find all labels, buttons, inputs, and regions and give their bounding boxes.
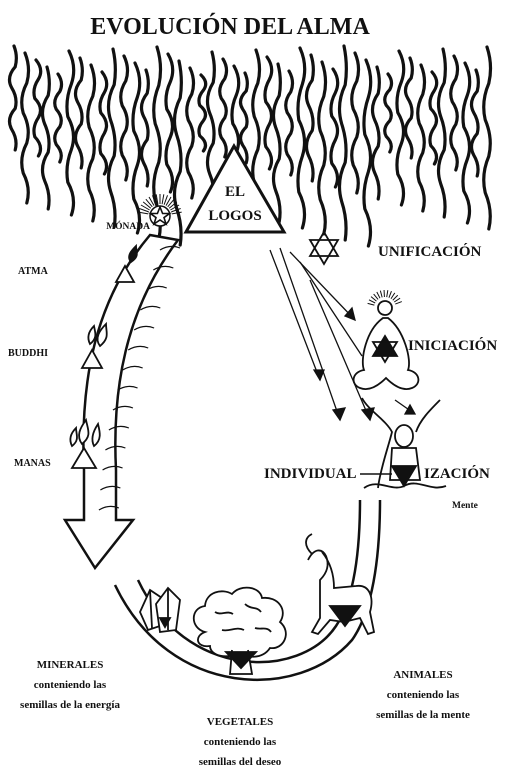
flame-stroke bbox=[397, 51, 404, 205]
animales-name: ANIMALES bbox=[393, 669, 452, 681]
halo-ray bbox=[393, 295, 398, 300]
flame-stroke bbox=[372, 67, 379, 199]
stage-manas: MANAS bbox=[14, 458, 51, 469]
logos-label-el: EL bbox=[225, 184, 245, 200]
logos-triangle: EL LOGOS bbox=[186, 146, 284, 232]
animales-line1: conteniendo las bbox=[387, 689, 460, 701]
halo-ray bbox=[371, 297, 376, 301]
flame-stroke bbox=[463, 63, 470, 223]
involution-arrow bbox=[65, 235, 178, 568]
halo-ray bbox=[377, 292, 380, 298]
flame-stroke bbox=[67, 51, 74, 215]
stage-buddhi: BUDDHI bbox=[8, 348, 48, 359]
animales-line2: semillas de la mente bbox=[376, 709, 470, 721]
halo-ray bbox=[391, 293, 395, 299]
mente-label: Mente bbox=[452, 501, 478, 511]
flame-stroke bbox=[9, 46, 16, 150]
flame-stroke bbox=[121, 56, 128, 180]
flame-stroke bbox=[339, 46, 346, 240]
hatch-stroke bbox=[140, 306, 160, 310]
flame-stroke bbox=[133, 63, 140, 233]
hatch-stroke bbox=[123, 366, 143, 370]
flame-stroke bbox=[471, 70, 478, 176]
flame-stroke bbox=[265, 57, 272, 169]
flame-stroke bbox=[385, 74, 392, 152]
vegetales-line1: conteniendo las bbox=[204, 736, 277, 748]
halo-ray bbox=[389, 291, 392, 298]
flame-stroke bbox=[273, 64, 280, 222]
halo-ray bbox=[394, 298, 400, 302]
star-of-david-icon bbox=[310, 232, 338, 264]
halo-ray bbox=[395, 302, 402, 305]
halo-ray bbox=[380, 291, 382, 298]
flame-stroke bbox=[75, 58, 82, 168]
stage-individual: INDIVIDUAL bbox=[264, 466, 357, 482]
flame-stroke bbox=[306, 55, 313, 181]
flame-stroke bbox=[108, 49, 115, 227]
flame-stroke bbox=[430, 72, 437, 164]
flame-stroke bbox=[484, 47, 491, 229]
halo-ray bbox=[387, 290, 388, 297]
minerales-line1: conteniendo las bbox=[34, 679, 107, 691]
stage-atma: ATMA bbox=[18, 266, 49, 277]
flame-stroke bbox=[319, 62, 326, 234]
halo-ray bbox=[374, 294, 378, 299]
flame-stroke bbox=[166, 54, 173, 192]
vegetales-line2: semillas del deseo bbox=[199, 756, 282, 768]
logos-label-logos: LOGOS bbox=[208, 208, 261, 224]
flame-stroke bbox=[364, 60, 371, 246]
halo-ray bbox=[369, 300, 375, 303]
diagram-title: EVOLUCIÓN DEL ALMA bbox=[90, 13, 370, 40]
flame-stroke bbox=[331, 69, 338, 187]
flame-stroke bbox=[199, 75, 206, 151]
minerales-line2: semillas de la energía bbox=[20, 699, 120, 711]
flame-stroke bbox=[55, 74, 62, 162]
flame-stroke bbox=[451, 56, 458, 170]
flame-stroke bbox=[42, 67, 49, 209]
flame-stroke bbox=[34, 60, 41, 156]
monada-label: MÓNADA bbox=[106, 220, 150, 232]
flame-stroke bbox=[187, 68, 194, 198]
hatch-stroke bbox=[118, 386, 138, 390]
flame-stroke bbox=[141, 70, 148, 186]
stage-iniciacion: INICIACIÓN bbox=[408, 337, 497, 354]
flame-stroke bbox=[352, 53, 359, 193]
halo-ray bbox=[368, 303, 375, 305]
flame-stroke bbox=[240, 73, 247, 163]
flame-stroke bbox=[298, 48, 305, 228]
hatch-stroke bbox=[134, 326, 154, 330]
stage-izacion: IZACIÓN bbox=[424, 465, 490, 482]
monada-ray bbox=[162, 194, 164, 204]
goat-icon bbox=[306, 534, 374, 634]
vegetales-name: VEGETALES bbox=[207, 716, 273, 728]
flame-stroke bbox=[100, 72, 107, 174]
flame-stroke bbox=[220, 59, 227, 157]
flame-stroke bbox=[22, 53, 29, 203]
minerales-name: MINERALES bbox=[37, 659, 104, 671]
flame-stroke bbox=[88, 65, 95, 221]
flame-stroke bbox=[174, 61, 181, 245]
hatch-stroke bbox=[128, 346, 148, 350]
stage-unificacion: UNIFICACIÓN bbox=[378, 243, 482, 260]
flame-stroke bbox=[286, 71, 293, 175]
flame-stroke bbox=[405, 58, 412, 158]
flame-stroke bbox=[418, 65, 425, 211]
flame-stroke bbox=[438, 49, 445, 217]
